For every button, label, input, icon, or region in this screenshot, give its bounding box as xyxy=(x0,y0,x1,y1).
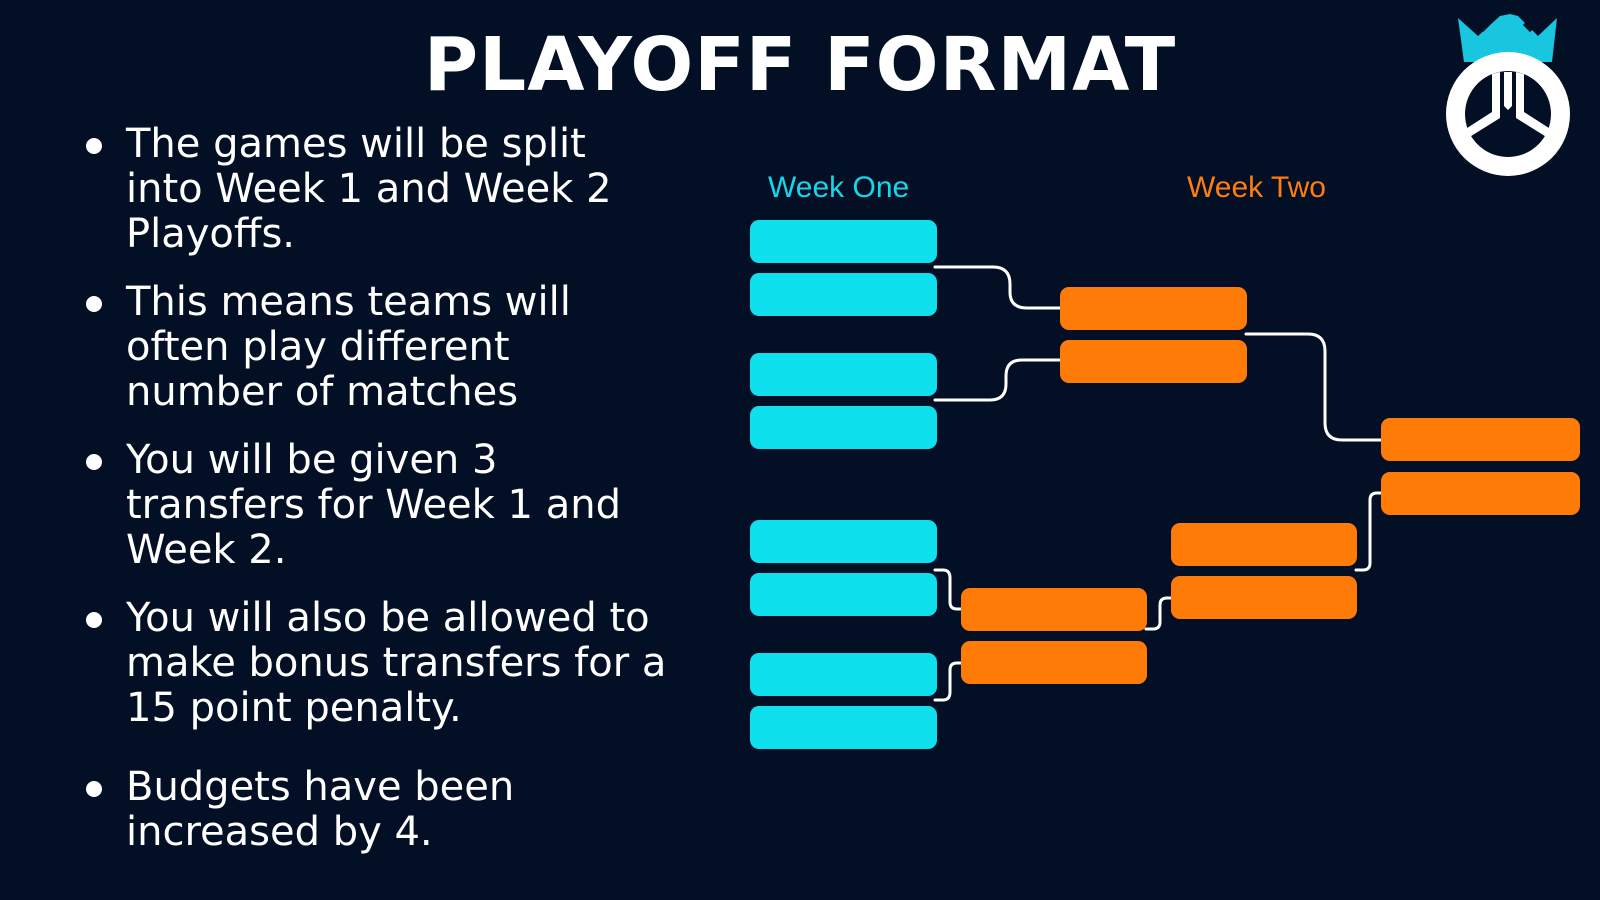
week-one-match-slot xyxy=(750,653,937,696)
connector-line xyxy=(933,358,1062,402)
week-two-match-slot xyxy=(1171,523,1357,566)
connector-line xyxy=(933,265,1062,310)
bullet-dot xyxy=(86,612,102,628)
week-one-match-slot xyxy=(750,573,937,616)
week-two-match-slot xyxy=(1381,418,1580,461)
bullet-item: You will also be allowed to make bonus t… xyxy=(70,596,670,731)
week-one-match-slot xyxy=(750,706,937,749)
week-one-match-slot xyxy=(750,273,937,316)
bullet-text: You will be given 3 transfers for Week 1… xyxy=(126,437,621,573)
bullet-item: This means teams will often play differe… xyxy=(70,280,670,415)
bullet-text: This means teams will often play differe… xyxy=(126,279,571,415)
bullet-item: You will be given 3 transfers for Week 1… xyxy=(70,438,670,573)
overwatch-crown-logo-icon xyxy=(1446,14,1570,176)
bullet-dot xyxy=(86,454,102,470)
week-one-label: Week One xyxy=(768,171,910,204)
connector-line xyxy=(933,661,964,702)
bullet-text: Budgets have been increased by 4. xyxy=(126,764,515,855)
connector-line xyxy=(1144,596,1173,631)
bullet-item: The games will be split into Week 1 and … xyxy=(70,122,670,257)
week-one-match-slot xyxy=(750,220,937,263)
week-two-label: Week Two xyxy=(1187,171,1326,204)
week-two-match-slot xyxy=(1060,287,1247,330)
week-two-match-slot xyxy=(961,641,1147,684)
bullet-item: Budgets have been increased by 4. xyxy=(70,765,670,855)
bullet-dot xyxy=(86,138,102,154)
bullet-dot xyxy=(86,296,102,312)
bullet-text: You will also be allowed to make bonus t… xyxy=(126,595,667,731)
week-two-match-slot xyxy=(961,588,1147,631)
connector-line xyxy=(1354,491,1383,572)
week-one-match-slot xyxy=(750,406,937,449)
week-two-match-slot xyxy=(1171,576,1357,619)
connector-line xyxy=(1244,332,1383,442)
connector-line xyxy=(933,568,964,611)
week-one-match-slot xyxy=(750,353,937,396)
page-title: PLAYOFF FORMAT xyxy=(423,22,1177,108)
week-two-match-slot xyxy=(1381,472,1580,515)
bullet-text: The games will be split into Week 1 and … xyxy=(126,121,612,257)
week-two-match-slot xyxy=(1060,340,1247,383)
bullet-dot xyxy=(86,781,102,797)
week-one-match-slot xyxy=(750,520,937,563)
